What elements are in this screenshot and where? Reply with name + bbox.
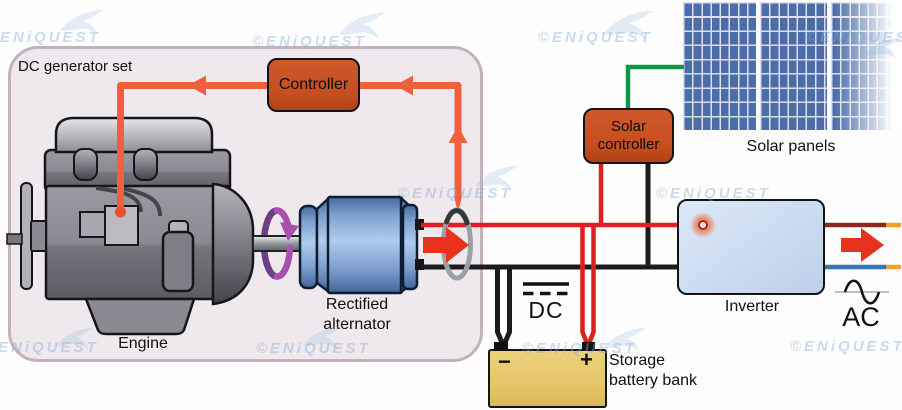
watermark: ©ENiQUEST <box>522 340 637 357</box>
watermark-bird-icon <box>56 327 94 350</box>
watermark: ©ENiQUEST <box>656 185 771 202</box>
shaft-rotation-icon <box>252 207 306 280</box>
watermark-bird-icon <box>864 37 902 60</box>
left-arrowhead-icon <box>188 75 206 96</box>
left-arrowhead-icon <box>395 75 413 96</box>
watermark: ©ENiQUEST <box>398 185 513 202</box>
watermark: ©ENiQUEST <box>0 29 101 46</box>
solar-panel <box>831 2 900 130</box>
watermark: ©ENiQUEST <box>806 29 902 46</box>
controller-label: Controller <box>278 76 349 93</box>
inverter-box <box>677 199 825 295</box>
battery-negative-post <box>494 342 508 351</box>
storage-battery: − + <box>488 347 607 408</box>
watermark: ©ENiQUEST <box>790 338 902 355</box>
watermark: ©ENiQUEST <box>256 340 371 357</box>
up-arrowhead-icon <box>448 126 468 143</box>
ac-symbol-icon <box>835 279 889 305</box>
ac-output-arrow-icon <box>841 228 884 262</box>
battery-positive-post <box>582 342 595 351</box>
watermark: ©ENiQUEST <box>0 339 99 356</box>
watermark: ©ENiQUEST <box>252 33 367 50</box>
storage-battery-label: Storage battery bank <box>609 352 698 389</box>
solar-panel <box>760 2 827 130</box>
dc-label: DC <box>528 297 564 323</box>
solar-panels-label: Solar panels <box>746 138 836 155</box>
watermark-bird-icon <box>602 10 654 40</box>
watermark-bird-icon <box>474 165 518 191</box>
inverter-led-icon <box>698 220 708 230</box>
alternator-illustration <box>298 195 424 295</box>
solar-panels <box>683 2 900 130</box>
watermark-bird-icon <box>604 327 646 352</box>
battery-positive-terminal-label: + <box>580 347 593 372</box>
watermark-bird-icon <box>60 9 104 36</box>
ac-label: AC <box>842 302 880 332</box>
inverter-led-glow <box>690 212 716 238</box>
watermark: ©ENiQUEST <box>538 29 653 46</box>
solar-panel-wire <box>625 64 684 110</box>
watermark-bird-icon <box>302 325 344 350</box>
battery-negative-terminal-label: − <box>498 349 511 374</box>
ac-output-wires <box>820 222 901 270</box>
watermark-bird-icon <box>338 12 386 40</box>
engine-illustration <box>6 116 255 336</box>
dc-output-arrow-icon <box>423 227 469 263</box>
dc-generator-set-label: DC generator set <box>18 58 133 75</box>
dc-symbol-icon <box>523 282 569 296</box>
solar-controller-box: Solar controller <box>583 108 674 164</box>
rectified-alternator-label: Rectified alternator <box>323 296 391 333</box>
solar-controller-label-line1: Solar <box>610 118 647 135</box>
inverter-label: Inverter <box>724 298 780 315</box>
engine-alternator-illustration <box>6 116 424 336</box>
controller-box: Controller <box>267 58 360 112</box>
solar-panel <box>683 2 756 130</box>
solar-controller-label-line2: controller <box>597 136 660 153</box>
engine-label: Engine <box>118 335 168 352</box>
